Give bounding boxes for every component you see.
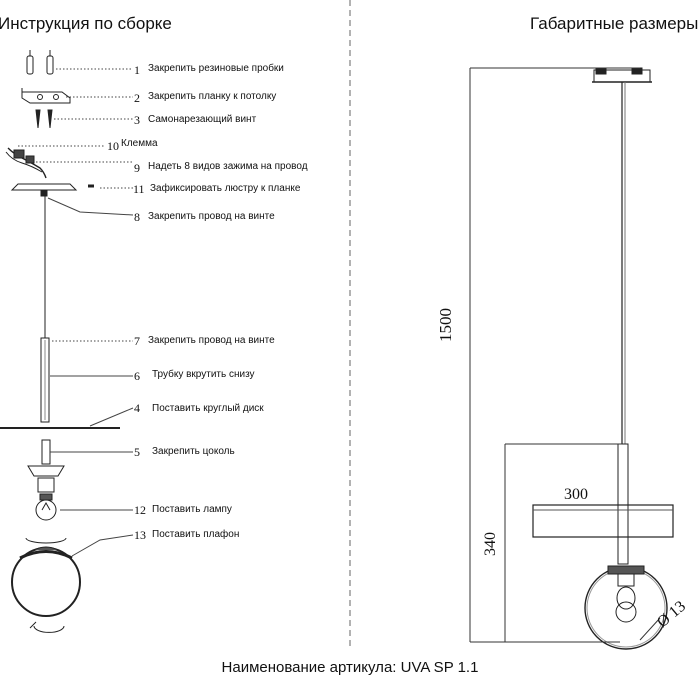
tube-icon [40,337,50,423]
dimension-lines [469,67,673,643]
globe-drawing [584,565,668,650]
step-label: Закрепить цоколь [152,446,235,457]
step-number: 2 [134,91,140,105]
step-number: 1 [134,63,140,77]
mounting-ring-icon [25,537,67,633]
step-number: 5 [134,445,140,459]
step-number: 8 [134,210,140,224]
screw-icon [35,109,53,129]
step-label: Закрепить планку к потолку [148,91,277,102]
step-label: Клемма [121,138,158,149]
article-name: Наименование артикула: UVA SP 1.1 [221,659,479,676]
step-number: 6 [134,369,140,383]
step-label: Надеть 8 видов зажима на провод [148,161,308,172]
tube-drawing [617,443,629,565]
terminal-icon [5,147,47,179]
step-label: Поставить круглый диск [152,403,264,414]
socket-icon [27,439,65,493]
step-number: 3 [134,113,140,127]
step-label: Закрепить провод на винте [148,335,275,346]
step-number: 10 [107,139,119,153]
step-number: 13 [134,528,146,542]
leader-lines [18,68,134,557]
step-label: Самонарезающий винт [148,114,257,125]
step-label: Трубку вкрутить снизу [152,369,255,380]
step-label: Закрепить резиновые пробки [148,63,284,74]
step-label: Зафиксировать люстру к планке [150,183,301,194]
canopy-icon [10,183,78,197]
canopy-drawing [592,67,652,83]
lower-height-dimension: 340 [482,532,499,556]
step-label: Поставить плафон [152,529,240,540]
globe-shade-icon [11,546,81,617]
lamp-bulb-icon [35,493,57,521]
step-label: Закрепить провод на винте [148,211,275,222]
height-dimension: 1500 [436,308,455,342]
step-number: 11 [133,182,145,196]
step-number: 9 [134,161,140,175]
assembly-title: Инструкция по сборке [0,14,172,33]
mounting-plate-icon [21,88,71,104]
disc-width-dimension: 300 [564,486,588,503]
step-number: 7 [134,334,140,348]
step-number: 4 [134,401,140,415]
step-label: Поставить лампу [152,504,232,515]
disc-drawing [532,504,674,538]
step-number: 12 [134,503,146,517]
dimensions-title: Габаритные размеры [530,14,699,33]
rubber-plug-icon [26,50,54,75]
